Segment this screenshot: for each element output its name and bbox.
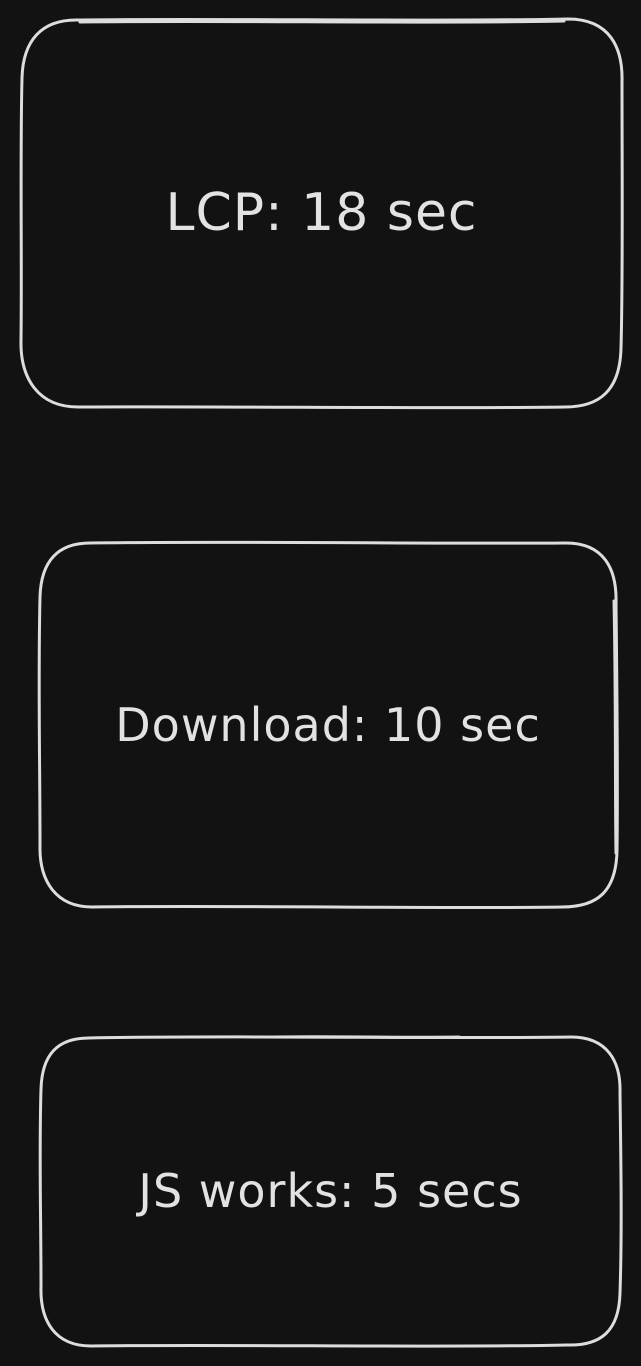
- download-box: Download: 10 sec: [37, 540, 619, 910]
- lcp-label: LCP: 18 sec: [165, 183, 478, 243]
- lcp-box: LCP: 18 sec: [19, 17, 624, 410]
- js-works-box: JS works: 5 secs: [38, 1035, 623, 1348]
- download-box-outline: [37, 540, 619, 910]
- download-label: Download: 10 sec: [115, 697, 541, 752]
- js-works-label: JS works: 5 secs: [138, 1164, 523, 1218]
- lcp-box-outline: [19, 17, 624, 410]
- js-works-box-outline: [38, 1035, 623, 1348]
